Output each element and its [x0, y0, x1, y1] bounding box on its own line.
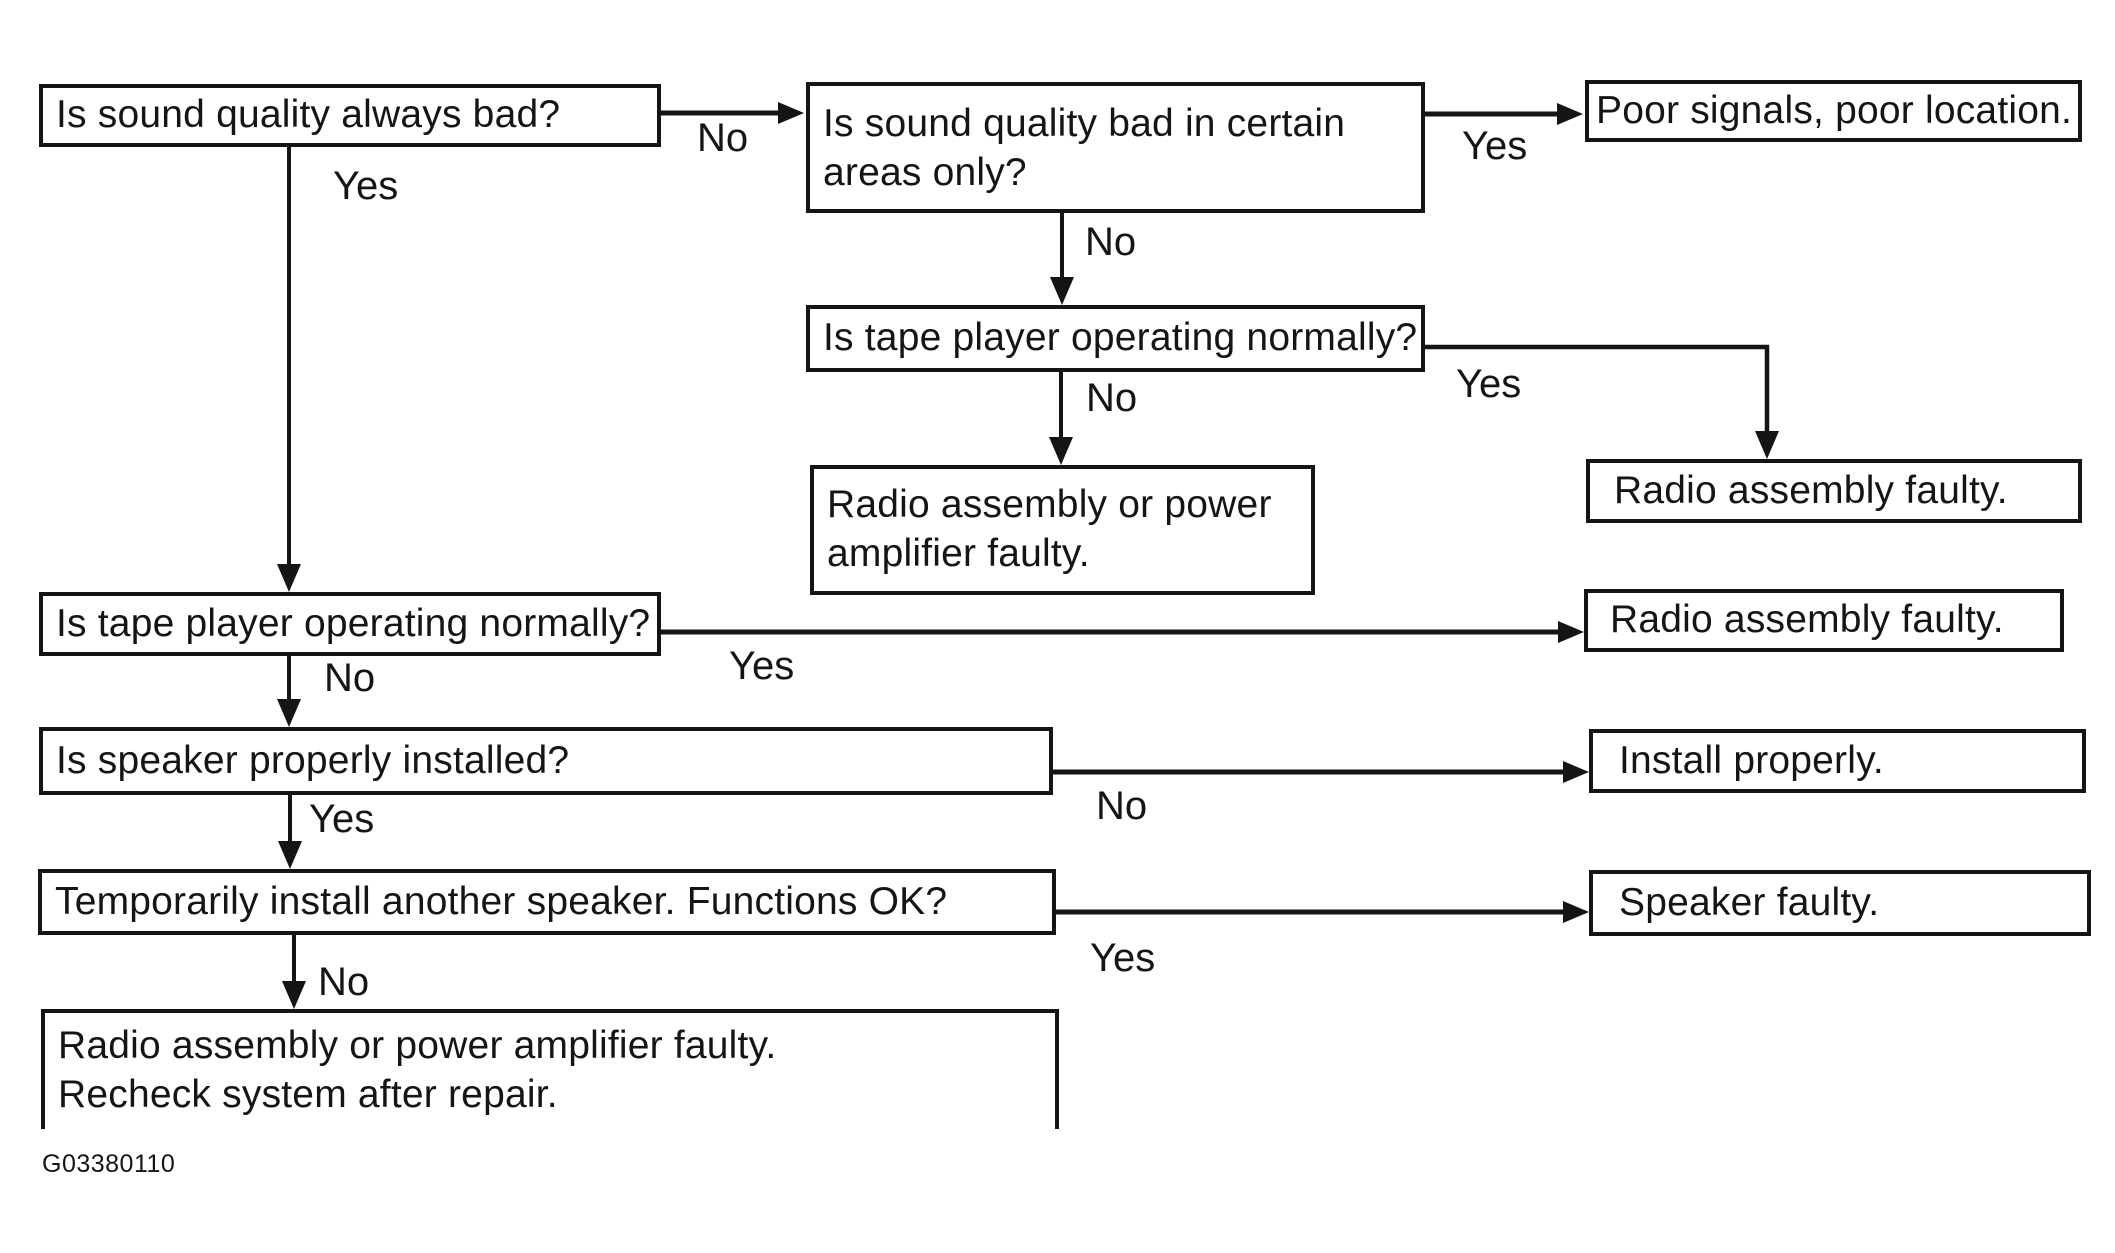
flow-node-sound-always-bad: Is sound quality always bad? — [39, 84, 661, 147]
edge-label-q5-yes: Yes — [309, 797, 375, 841]
arrow-q1-no-q2 — [661, 102, 804, 124]
flow-node-radio-assembly-faulty-upper: Radio assembly faulty. — [1586, 459, 2082, 523]
arrow-q5-yes-q6 — [278, 795, 302, 869]
flow-node-install-properly: Install properly. — [1589, 729, 2086, 793]
arrow-q4-no-q5 — [277, 656, 301, 727]
flow-node-radio-or-amp-faulty-recheck: Radio assembly or power amplifier faulty… — [41, 1009, 1059, 1129]
edge-label-q1-yes: Yes — [333, 164, 399, 208]
flow-node-radio-assembly-faulty-lower: Radio assembly faulty. — [1584, 589, 2064, 652]
edge-label-q4-no: No — [324, 656, 376, 700]
flow-node-tape-player-normal-lower: Is tape player operating normally? — [39, 592, 661, 656]
edge-label-q2-no: No — [1085, 220, 1137, 264]
arrow-q6-no-r7 — [282, 935, 306, 1009]
edge-label-q5-no: No — [1096, 784, 1148, 828]
arrow-q5-no-r5 — [1053, 761, 1589, 783]
figure-id-label: G03380110 — [42, 1150, 176, 1178]
flow-node-bad-in-certain-areas: Is sound quality bad in certain areas on… — [806, 82, 1425, 213]
flow-node-speaker-faulty: Speaker faulty. — [1589, 870, 2091, 936]
edge-label-q3-yes: Yes — [1456, 362, 1522, 406]
flow-node-speaker-properly-installed: Is speaker properly installed? — [39, 727, 1053, 795]
flow-node-poor-signals-location: Poor signals, poor location. — [1585, 80, 2082, 142]
flow-node-tape-player-normal-upper: Is tape player operating normally? — [806, 305, 1425, 372]
edge-label-q6-yes: Yes — [1090, 936, 1156, 980]
arrow-q3-yes-r3 — [1425, 344, 1779, 459]
flow-node-install-another-speaker: Temporarily install another speaker. Fun… — [38, 869, 1056, 935]
flow-node-radio-or-amp-faulty: Radio assembly or power amplifier faulty… — [810, 465, 1315, 595]
arrow-q6-yes-r6 — [1056, 901, 1589, 923]
arrow-q3-no-r2 — [1049, 372, 1073, 465]
edge-label-q2-yes: Yes — [1462, 124, 1528, 168]
edge-label-q1-no: No — [697, 116, 749, 160]
edge-label-q3-no: No — [1086, 376, 1138, 420]
arrow-q1-yes-q4 — [277, 147, 301, 592]
edge-label-q4-yes: Yes — [729, 644, 795, 688]
edge-label-q6-no: No — [318, 960, 370, 1004]
arrow-q2-yes-r1 — [1425, 103, 1583, 125]
arrow-q4-yes-r4 — [661, 621, 1584, 643]
arrow-q2-no-q3 — [1050, 213, 1074, 305]
